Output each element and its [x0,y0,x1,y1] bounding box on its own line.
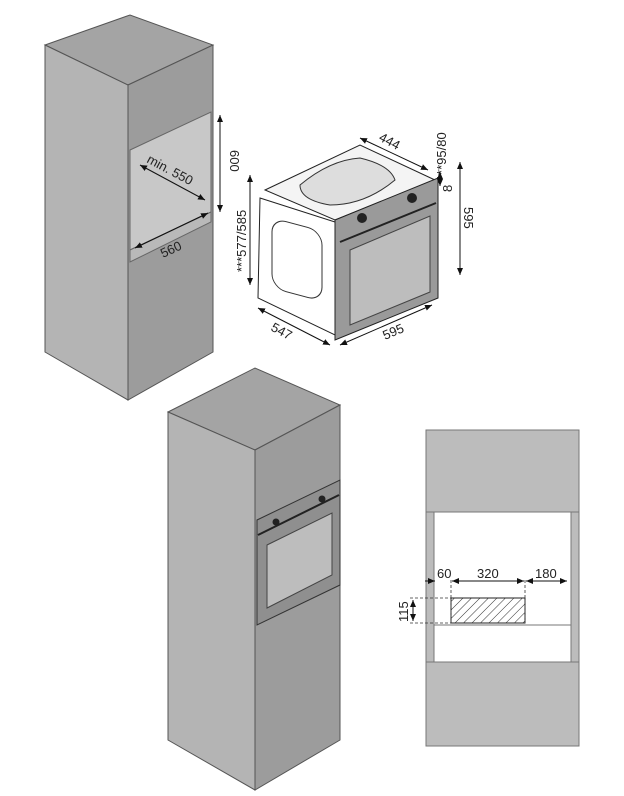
tall-cabinet-with-oven [166,367,342,791]
oven-top-gap-label: 8 [440,185,455,192]
oven-width-label: 595 [380,320,406,342]
vent-width-label: 320 [477,566,499,581]
vent-right-label: 180 [535,566,557,581]
oven-drawing [257,144,439,341]
oven-top-depth-label: 444 [377,129,403,152]
tall-cabinet-niche [43,14,215,401]
oven-depth-label: 547 [269,319,295,342]
oven-body-height-label: ***577/585 [234,210,249,272]
vent-left-label: 60 [437,566,451,581]
ventilation-section: 60 320 180 115 [396,429,580,747]
oven-panel-offset-label: ***95/80 [434,132,449,180]
ventilation-opening [450,597,526,624]
oven-front-height-label: 595 [461,207,476,229]
vent-height-label: 115 [396,601,411,622]
niche-height-label: 600 [227,150,242,172]
